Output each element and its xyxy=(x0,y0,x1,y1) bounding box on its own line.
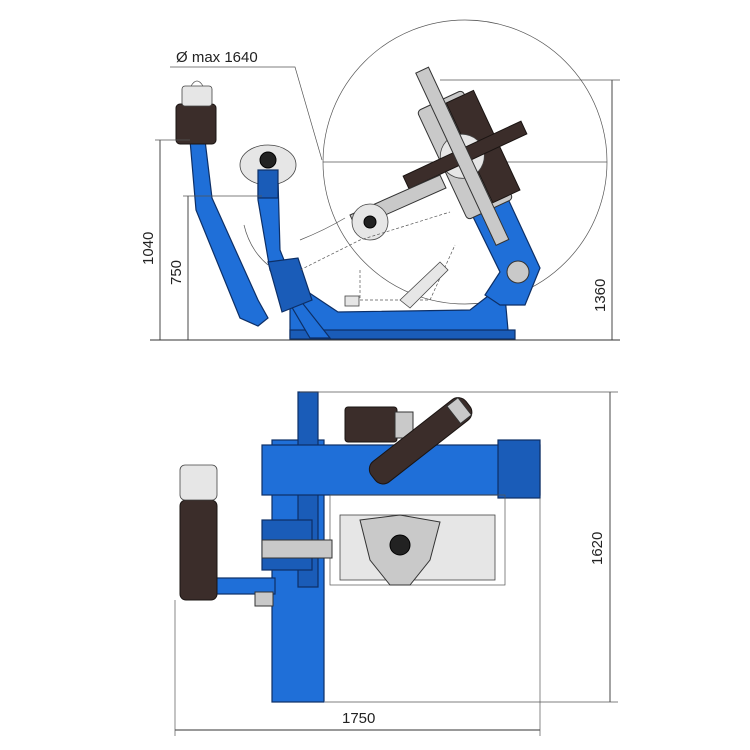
side-view: Ø max 1640 xyxy=(140,19,620,341)
diameter-leader xyxy=(170,66,323,161)
label-height-750: 750 xyxy=(168,260,185,285)
side-center-column xyxy=(257,179,332,339)
top-bead-pad-head xyxy=(179,464,218,501)
side-mounting-head xyxy=(402,66,528,246)
label-depth-1620: 1620 xyxy=(589,532,606,565)
side-hidden-lines xyxy=(299,211,451,271)
label-max-diameter: Ø max 1640 xyxy=(176,49,258,66)
label-height-1360: 1360 xyxy=(592,279,609,312)
top-left-joint xyxy=(261,539,333,559)
side-small-part xyxy=(344,295,360,307)
side-hose xyxy=(243,224,269,266)
top-diagonal-arm xyxy=(368,396,473,485)
label-width-1750: 1750 xyxy=(342,710,375,727)
top-bead-pad xyxy=(179,499,218,601)
side-column-pivot xyxy=(506,260,530,284)
side-cylinder xyxy=(399,261,449,309)
top-arm-end xyxy=(497,439,541,499)
side-left-head xyxy=(175,103,217,145)
top-motor-box xyxy=(344,406,398,443)
side-hose-2 xyxy=(299,217,346,241)
side-left-head-top xyxy=(181,85,213,107)
side-base-foot xyxy=(289,329,516,340)
side-disc-arm xyxy=(257,169,279,199)
top-small-box xyxy=(254,591,274,607)
side-tool-hub xyxy=(363,215,377,229)
side-left-hook xyxy=(190,80,204,87)
label-height-1040: 1040 xyxy=(140,232,157,265)
top-turntable-hub xyxy=(389,534,411,556)
side-bead-hub xyxy=(259,151,277,169)
side-gearbox xyxy=(267,257,313,313)
side-left-arm xyxy=(189,139,269,327)
top-view: 1620 1750 xyxy=(174,391,618,736)
